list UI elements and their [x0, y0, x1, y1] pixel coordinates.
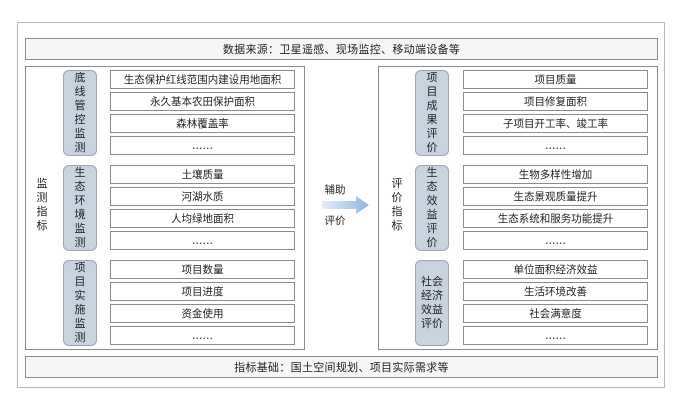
right-item: 项目质量: [463, 70, 648, 89]
evaluate-label: 评价: [324, 215, 346, 227]
project-outcome-evaluation-tag: 项目成果评价: [415, 70, 449, 156]
left-item: 河湖水质: [110, 187, 295, 206]
left-item: 生态保护红线范围内建设用地面积: [110, 70, 295, 89]
right-item: ……: [463, 136, 648, 155]
ecological-benefit-evaluation-tag: 生态效益评价: [415, 165, 449, 251]
baseline-control-monitoring-tag: 底线管控监测: [63, 70, 97, 156]
right-item: 项目修复面积: [463, 92, 648, 111]
assist-label: 辅助: [324, 184, 346, 196]
right-item: 生物多样性增加: [463, 165, 648, 184]
left-item: ……: [110, 136, 295, 155]
left-item: 人均绿地面积: [110, 209, 295, 228]
ecological-environment-monitoring-tag: 生态环境监测: [63, 165, 97, 251]
right-item: 单位面积经济效益: [463, 260, 648, 279]
right-item: 生态景观质量提升: [463, 187, 648, 206]
right-item: ……: [463, 326, 648, 345]
right-arrow-icon: [322, 196, 369, 214]
right-item: 生态系统和服务功能提升: [463, 209, 648, 228]
right-item: 生活环境改善: [463, 282, 648, 301]
left-item: 森林覆盖率: [110, 114, 295, 133]
left-item: 资金使用: [110, 304, 295, 323]
left-item: ……: [110, 326, 295, 345]
left-item: 土壤质量: [110, 165, 295, 184]
left-item: 项目数量: [110, 260, 295, 279]
project-implementation-monitoring-tag: 项目实施监测: [63, 260, 97, 346]
right-item: 子项目开工率、竣工率: [463, 114, 648, 133]
left-item: 永久基本农田保护面积: [110, 92, 295, 111]
indicator-basis-banner: 指标基础：国土空间规划、项目实际需求等: [25, 356, 658, 378]
socioeconomic-benefit-evaluation-tag: 社会经济效益评价: [415, 260, 449, 346]
left-item: 项目进度: [110, 282, 295, 301]
right-item: 社会满意度: [463, 304, 648, 323]
left-item: ……: [110, 231, 295, 250]
evaluation-indicators-label: 评价指标: [391, 177, 403, 232]
data-source-banner: 数据来源：卫星遥感、现场监控、移动端设备等: [25, 38, 658, 60]
right-item: ……: [463, 231, 648, 250]
monitoring-indicators-label: 监测指标: [36, 177, 48, 232]
